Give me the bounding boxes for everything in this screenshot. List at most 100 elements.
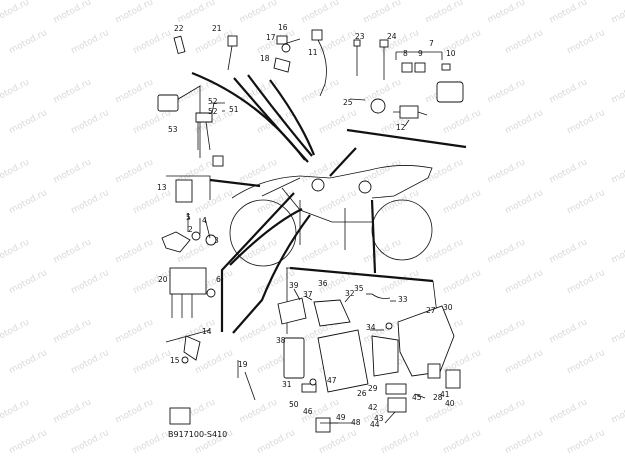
- watermark-text: motod.ru: [610, 317, 625, 345]
- watermark-text: motod.ru: [610, 397, 625, 425]
- watermark-text: motod.ru: [70, 348, 111, 376]
- watermark-text: motod.ru: [132, 108, 173, 136]
- watermark-text: motod.ru: [486, 317, 527, 345]
- part-label: 28: [433, 393, 443, 402]
- watermark-text: motod.ru: [194, 348, 235, 376]
- watermark-text: motod.ru: [256, 428, 297, 456]
- watermark-text: motod.ru: [52, 237, 93, 265]
- part-label: 14: [202, 327, 212, 336]
- part-label: 6: [216, 275, 221, 284]
- part-label: 13: [157, 183, 167, 192]
- watermark-text: motod.ru: [70, 428, 111, 456]
- part-label: 34: [366, 323, 376, 332]
- watermark-text: motod.ru: [362, 0, 403, 26]
- part-label: 5: [186, 213, 191, 222]
- watermark-text: motod.ru: [132, 348, 173, 376]
- part-label: 45: [412, 393, 422, 402]
- part-label: 40: [445, 399, 455, 408]
- watermark-text: motod.ru: [318, 108, 359, 136]
- part-label: 26: [357, 389, 367, 398]
- watermark-text: motod.ru: [380, 428, 421, 456]
- watermark-text: motod.ru: [300, 77, 341, 105]
- watermark-text: motod.ru: [238, 397, 279, 425]
- part-label: 23: [355, 32, 365, 41]
- part-label: 7: [429, 39, 434, 48]
- leader-lines: [187, 38, 426, 424]
- watermark-text: motod.ru: [424, 237, 465, 265]
- watermark-text: motod.ru: [114, 397, 155, 425]
- watermark-text: motod.ru: [114, 317, 155, 345]
- frame-lines: [159, 51, 443, 378]
- watermark-text: motod.ru: [132, 428, 173, 456]
- part-shapes: [157, 29, 464, 433]
- watermark-text: motod.ru: [504, 428, 545, 456]
- watermark-text: motod.ru: [132, 188, 173, 216]
- part-label: 52: [208, 107, 218, 116]
- part-label: 50: [289, 400, 299, 409]
- part-label: 3: [214, 236, 219, 245]
- part-label: 20: [158, 275, 168, 284]
- part-label: 42: [368, 403, 378, 412]
- watermark-text: motod.ru: [8, 188, 49, 216]
- watermark-text: motod.ru: [610, 0, 625, 26]
- part-label: 47: [327, 376, 337, 385]
- watermark-text: motod.ru: [566, 428, 607, 456]
- part-label: 41: [440, 390, 450, 399]
- watermark-text: motod.ru: [300, 0, 341, 26]
- part-label: 32: [345, 289, 355, 298]
- part-label: 8: [403, 49, 408, 58]
- part-label: 18: [260, 54, 270, 63]
- part-label: 44: [370, 420, 380, 429]
- part-label: 51: [229, 105, 239, 114]
- watermark-text: motod.ru: [380, 268, 421, 296]
- part-label: 35: [354, 284, 364, 293]
- part-label: 46: [303, 407, 313, 416]
- watermark-text: motod.ru: [504, 108, 545, 136]
- part-label: 38: [276, 336, 286, 345]
- part-label: 52: [208, 97, 218, 106]
- watermark-text: motod.ru: [8, 268, 49, 296]
- watermark-text: motod.ru: [486, 77, 527, 105]
- watermark-text: motod.ru: [70, 268, 111, 296]
- watermark-text: motod.ru: [70, 108, 111, 136]
- watermark-text: motod.ru: [504, 188, 545, 216]
- part-label: 30: [443, 303, 453, 312]
- watermark-text: motod.ru: [132, 28, 173, 56]
- watermark-text: motod.ru: [566, 348, 607, 376]
- watermark-text: motod.ru: [548, 157, 589, 185]
- part-label: 24: [387, 32, 397, 41]
- watermark-text: motod.ru: [0, 77, 31, 105]
- watermark-text: motod.ru: [0, 0, 31, 26]
- watermark-text: motod.ru: [8, 428, 49, 456]
- watermark-text: motod.ru: [566, 28, 607, 56]
- watermark-text: motod.ru: [610, 237, 625, 265]
- watermark-text: motod.ru: [610, 77, 625, 105]
- part-label: 2: [188, 225, 193, 234]
- watermark-text: motod.ru: [486, 237, 527, 265]
- watermark-text: motod.ru: [548, 397, 589, 425]
- watermark-text: motod.ru: [442, 188, 483, 216]
- part-label: 4: [202, 216, 207, 225]
- part-label: 15: [170, 356, 180, 365]
- part-label: 43: [374, 414, 384, 423]
- watermark-text: motod.ru: [8, 108, 49, 136]
- watermark-text: motod.ru: [548, 77, 589, 105]
- watermark-text: motod.ru: [114, 77, 155, 105]
- part-label: 22: [174, 24, 184, 33]
- part-label: 29: [368, 384, 378, 393]
- watermark-text: motod.ru: [442, 428, 483, 456]
- watermark-text: motod.ru: [548, 317, 589, 345]
- watermark-text: motod.ru: [566, 268, 607, 296]
- part-label: 17: [266, 33, 276, 42]
- watermark-text: motod.ru: [380, 188, 421, 216]
- watermark-text: motod.ru: [114, 157, 155, 185]
- watermark-text: motod.ru: [566, 108, 607, 136]
- watermark-text: motod.ru: [70, 188, 111, 216]
- watermark-text: motod.ru: [52, 397, 93, 425]
- watermark-text: motod.ru: [52, 0, 93, 26]
- watermark-text: motod.ru: [486, 157, 527, 185]
- watermark-text: motod.ru: [238, 157, 279, 185]
- part-label: 31: [282, 380, 292, 389]
